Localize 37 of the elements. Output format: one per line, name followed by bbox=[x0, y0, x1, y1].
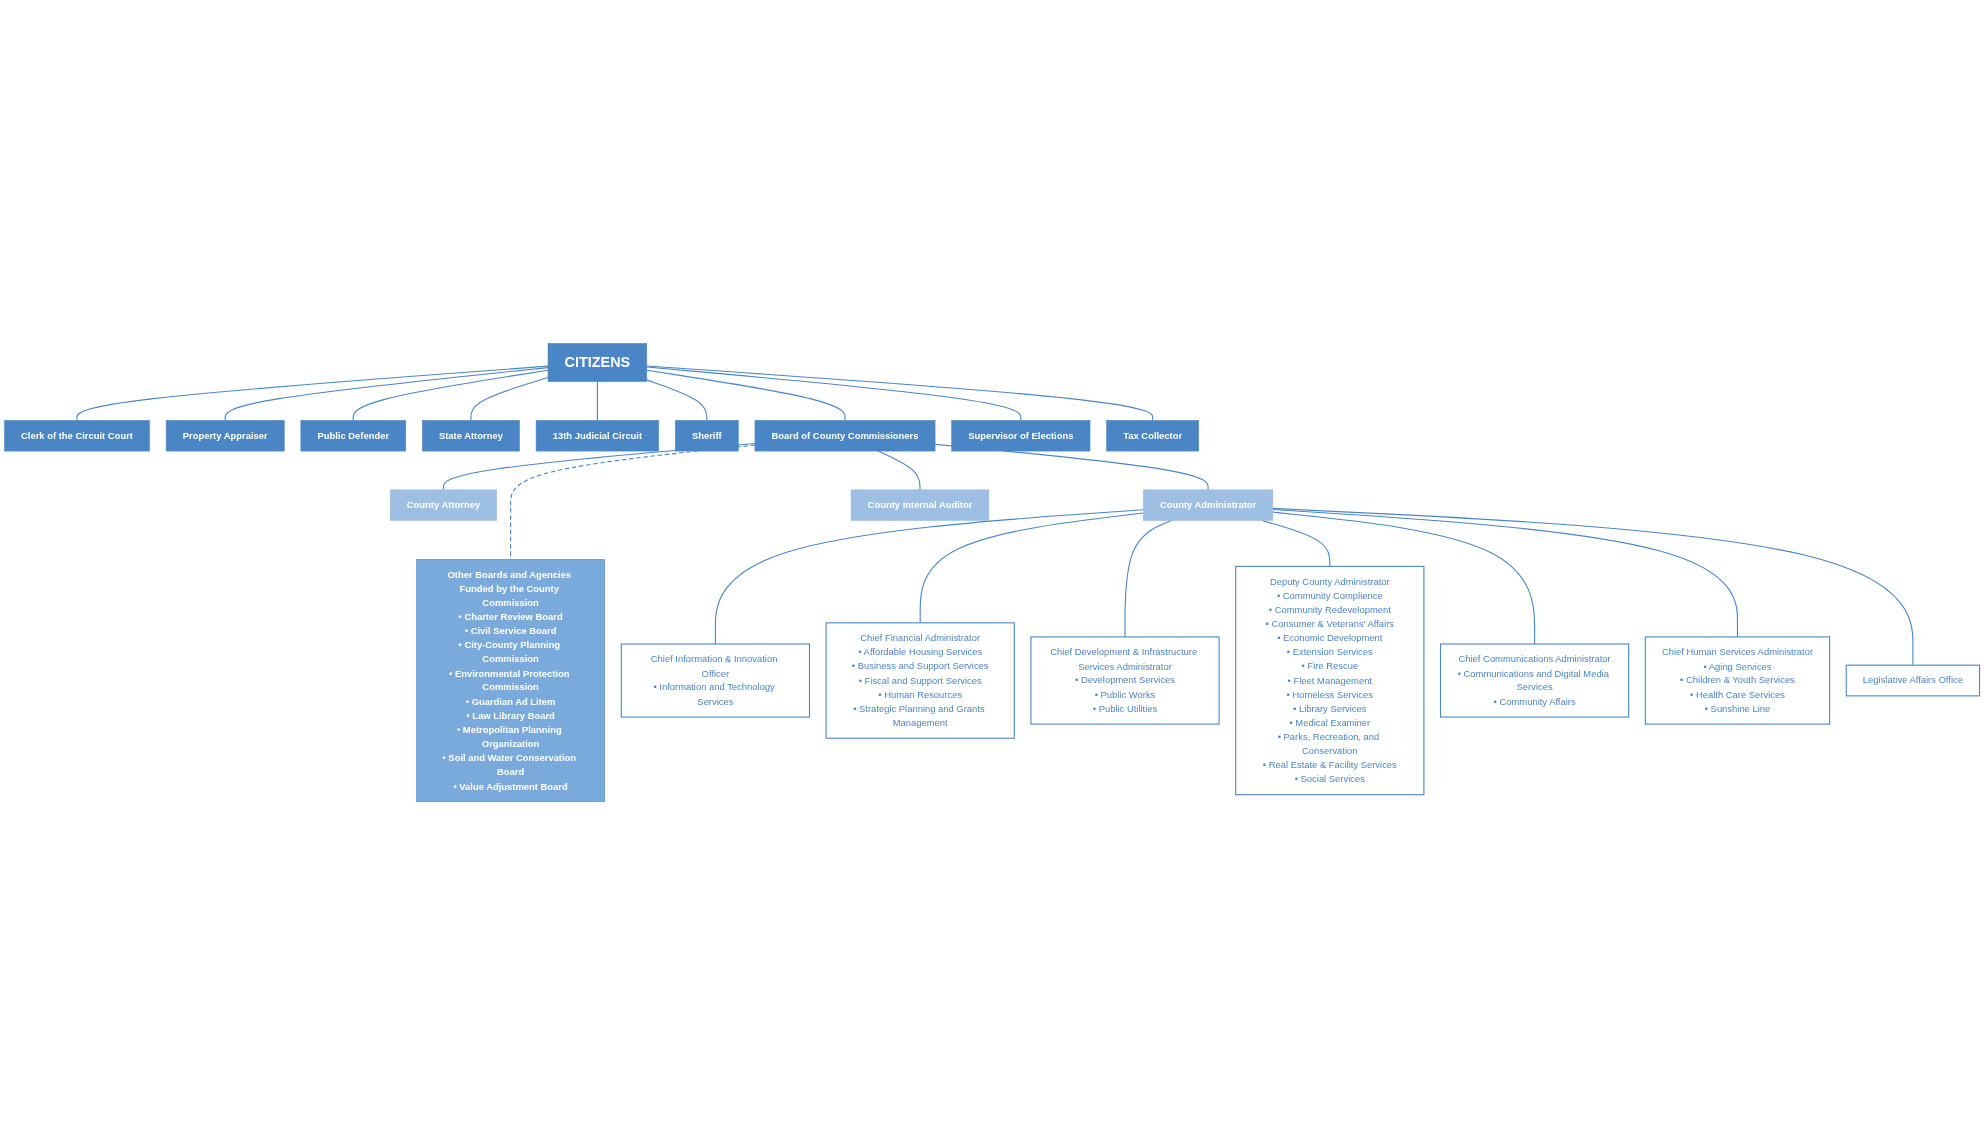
connector bbox=[596, 380, 598, 421]
node-box: Legislative Affairs Office bbox=[1845, 664, 1981, 697]
node-box: Supervisor of Elections bbox=[951, 420, 1091, 452]
node-box: Property Appraiser bbox=[165, 420, 285, 452]
node-box: Clerk of the Circuit Court bbox=[4, 420, 150, 452]
connector bbox=[76, 365, 549, 421]
connector bbox=[352, 369, 549, 421]
connector bbox=[646, 366, 1022, 421]
node-box: State Attorney bbox=[422, 420, 520, 452]
node-box: County Administrator bbox=[1143, 489, 1274, 521]
connector bbox=[646, 379, 708, 421]
connector bbox=[224, 367, 549, 421]
connector bbox=[1272, 507, 1914, 666]
node-box: Other Boards and Agencies Funded by the County Commission • Charter Review Board • Civil Service Board • City-County Planning Commission • Environmental Protection Commission • Guardian Ad Litem • Law Library Board • Metropolitan Planning Organization • Soil and Water Conservation Board • Value Adjustment Board bbox=[416, 558, 605, 802]
connector bbox=[714, 509, 1144, 645]
node-box: Tax Collector bbox=[1106, 420, 1199, 452]
connector bbox=[1272, 511, 1536, 645]
node-box: Deputy County Administrator • Community Complience • Community Redevelopment • Consumer & Veterans' Affairs • Economic Development • Extension Services • Fire Rescue • Fleet Management • Homeless Services • Library Services • Medical Examiner • Parks, Recreation, and Conservation • Real Estate & Facility Services • Social Services bbox=[1235, 565, 1425, 796]
node-box: Chief Development & Infrastructure Services Administrator • Development Services • Public Works • Public Utilities bbox=[1030, 636, 1220, 725]
connector bbox=[1124, 519, 1172, 638]
node-box: Board of County Commissioners bbox=[754, 420, 936, 452]
node-box: Public Defender bbox=[300, 420, 406, 452]
node-box: Chief Communications Administrator • Communications and Digital Media Services • Community Affairs bbox=[1439, 643, 1630, 718]
connector bbox=[470, 376, 549, 421]
connector bbox=[1272, 508, 1739, 638]
node-box: 13th Judicial Circuit bbox=[535, 420, 659, 452]
node-box: Sheriff bbox=[675, 420, 739, 452]
node-box: County Attorney bbox=[389, 489, 498, 521]
node-box: County Internal Auditor bbox=[850, 489, 990, 521]
connector bbox=[877, 450, 921, 491]
node-box: Chief Human Services Administrator • Aging Services • Children & Youth Services • Health Care Services • Sunshine Line bbox=[1644, 636, 1831, 725]
connector bbox=[919, 512, 1144, 624]
node-box: Chief Financial Administrator • Affordable Housing Services • Business and Support Services • Fiscal and Support Services • Human Resources • Strategic Planning and Grants Management bbox=[825, 622, 1015, 739]
node-box: Chief Information & Innovation Officer • Information and Technology Services bbox=[620, 643, 811, 718]
node-box: CITIZENS bbox=[547, 343, 648, 382]
connector bbox=[646, 369, 846, 421]
connector bbox=[646, 365, 1154, 421]
